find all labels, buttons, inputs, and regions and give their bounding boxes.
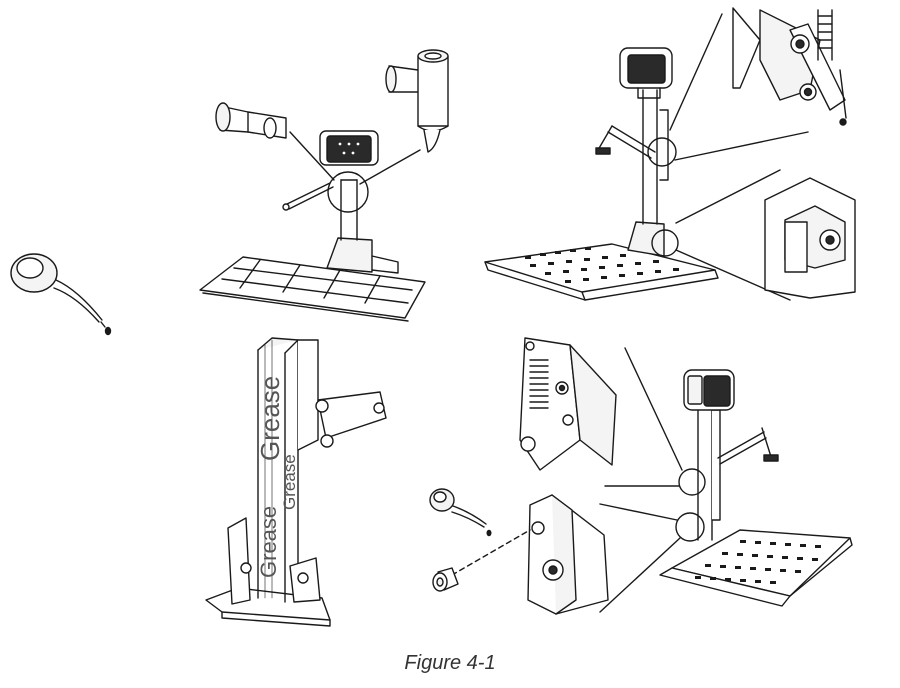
figure-caption: Figure 4-1: [404, 652, 496, 674]
lift-assembly-top-right: [484, 7, 856, 301]
mast-grease-points: Grease Grease Grease: [205, 337, 387, 627]
insertion-guide-line: [451, 529, 531, 576]
lift-assembly-bottom-right: [429, 337, 853, 615]
oil-can-icon: [10, 253, 112, 336]
platform-perforations-2: [695, 540, 821, 584]
grease-label-medium: Grease: [280, 454, 299, 510]
lift-assembly-top-left: [199, 49, 449, 322]
oil-can-small-icon: [429, 488, 492, 537]
platform-perforations: [525, 247, 679, 283]
grease-cartridge-icon: [432, 567, 459, 592]
grease-label-small: Grease: [256, 506, 281, 578]
grease-label-large: Grease: [255, 376, 285, 461]
